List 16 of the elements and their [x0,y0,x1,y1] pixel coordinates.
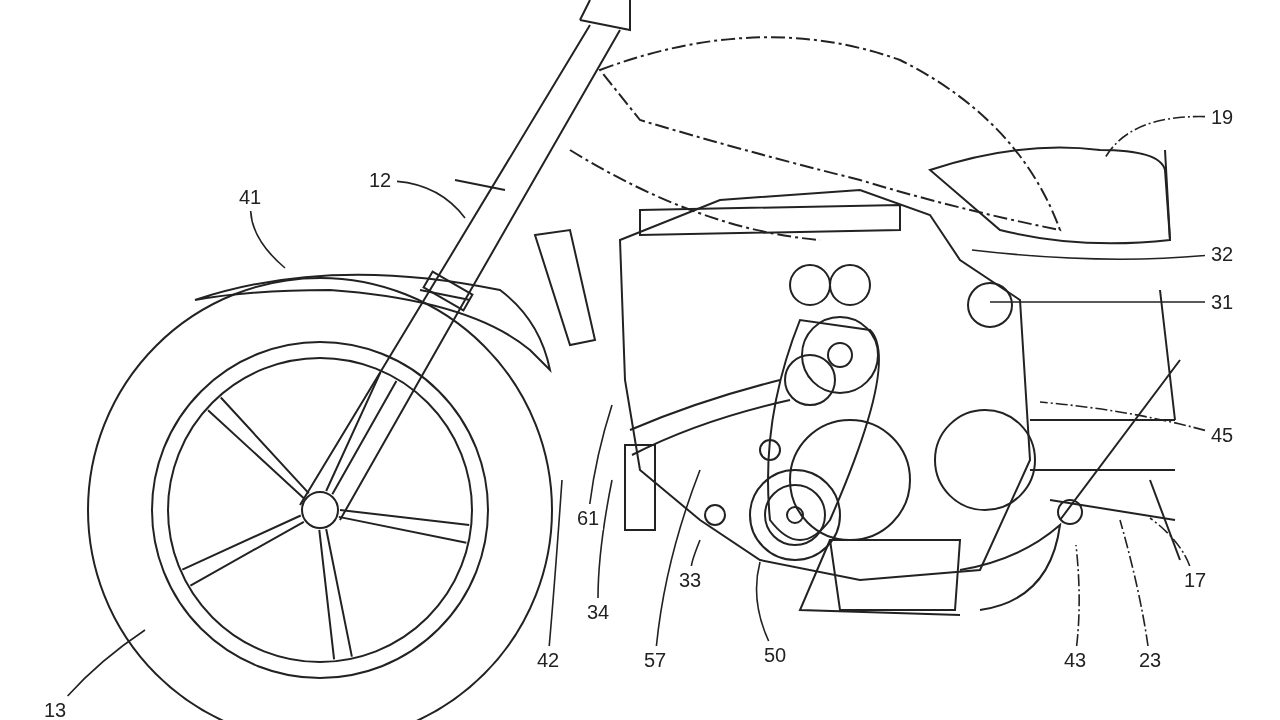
leader-line [548,479,563,647]
leader-line [1149,517,1191,567]
leader-line [1104,115,1206,159]
leader-line [655,469,701,647]
leader-line [1119,519,1149,647]
leader-line [989,301,1206,303]
leader-line [66,629,146,697]
leader-line [1039,401,1206,432]
leader-line [1075,544,1080,647]
leader-line [971,249,1206,260]
leader-line [249,210,286,269]
leader-line [396,180,466,219]
leader-line [589,404,613,505]
leader-line [690,539,701,567]
leader-line [597,479,613,599]
leader-line [755,561,770,642]
